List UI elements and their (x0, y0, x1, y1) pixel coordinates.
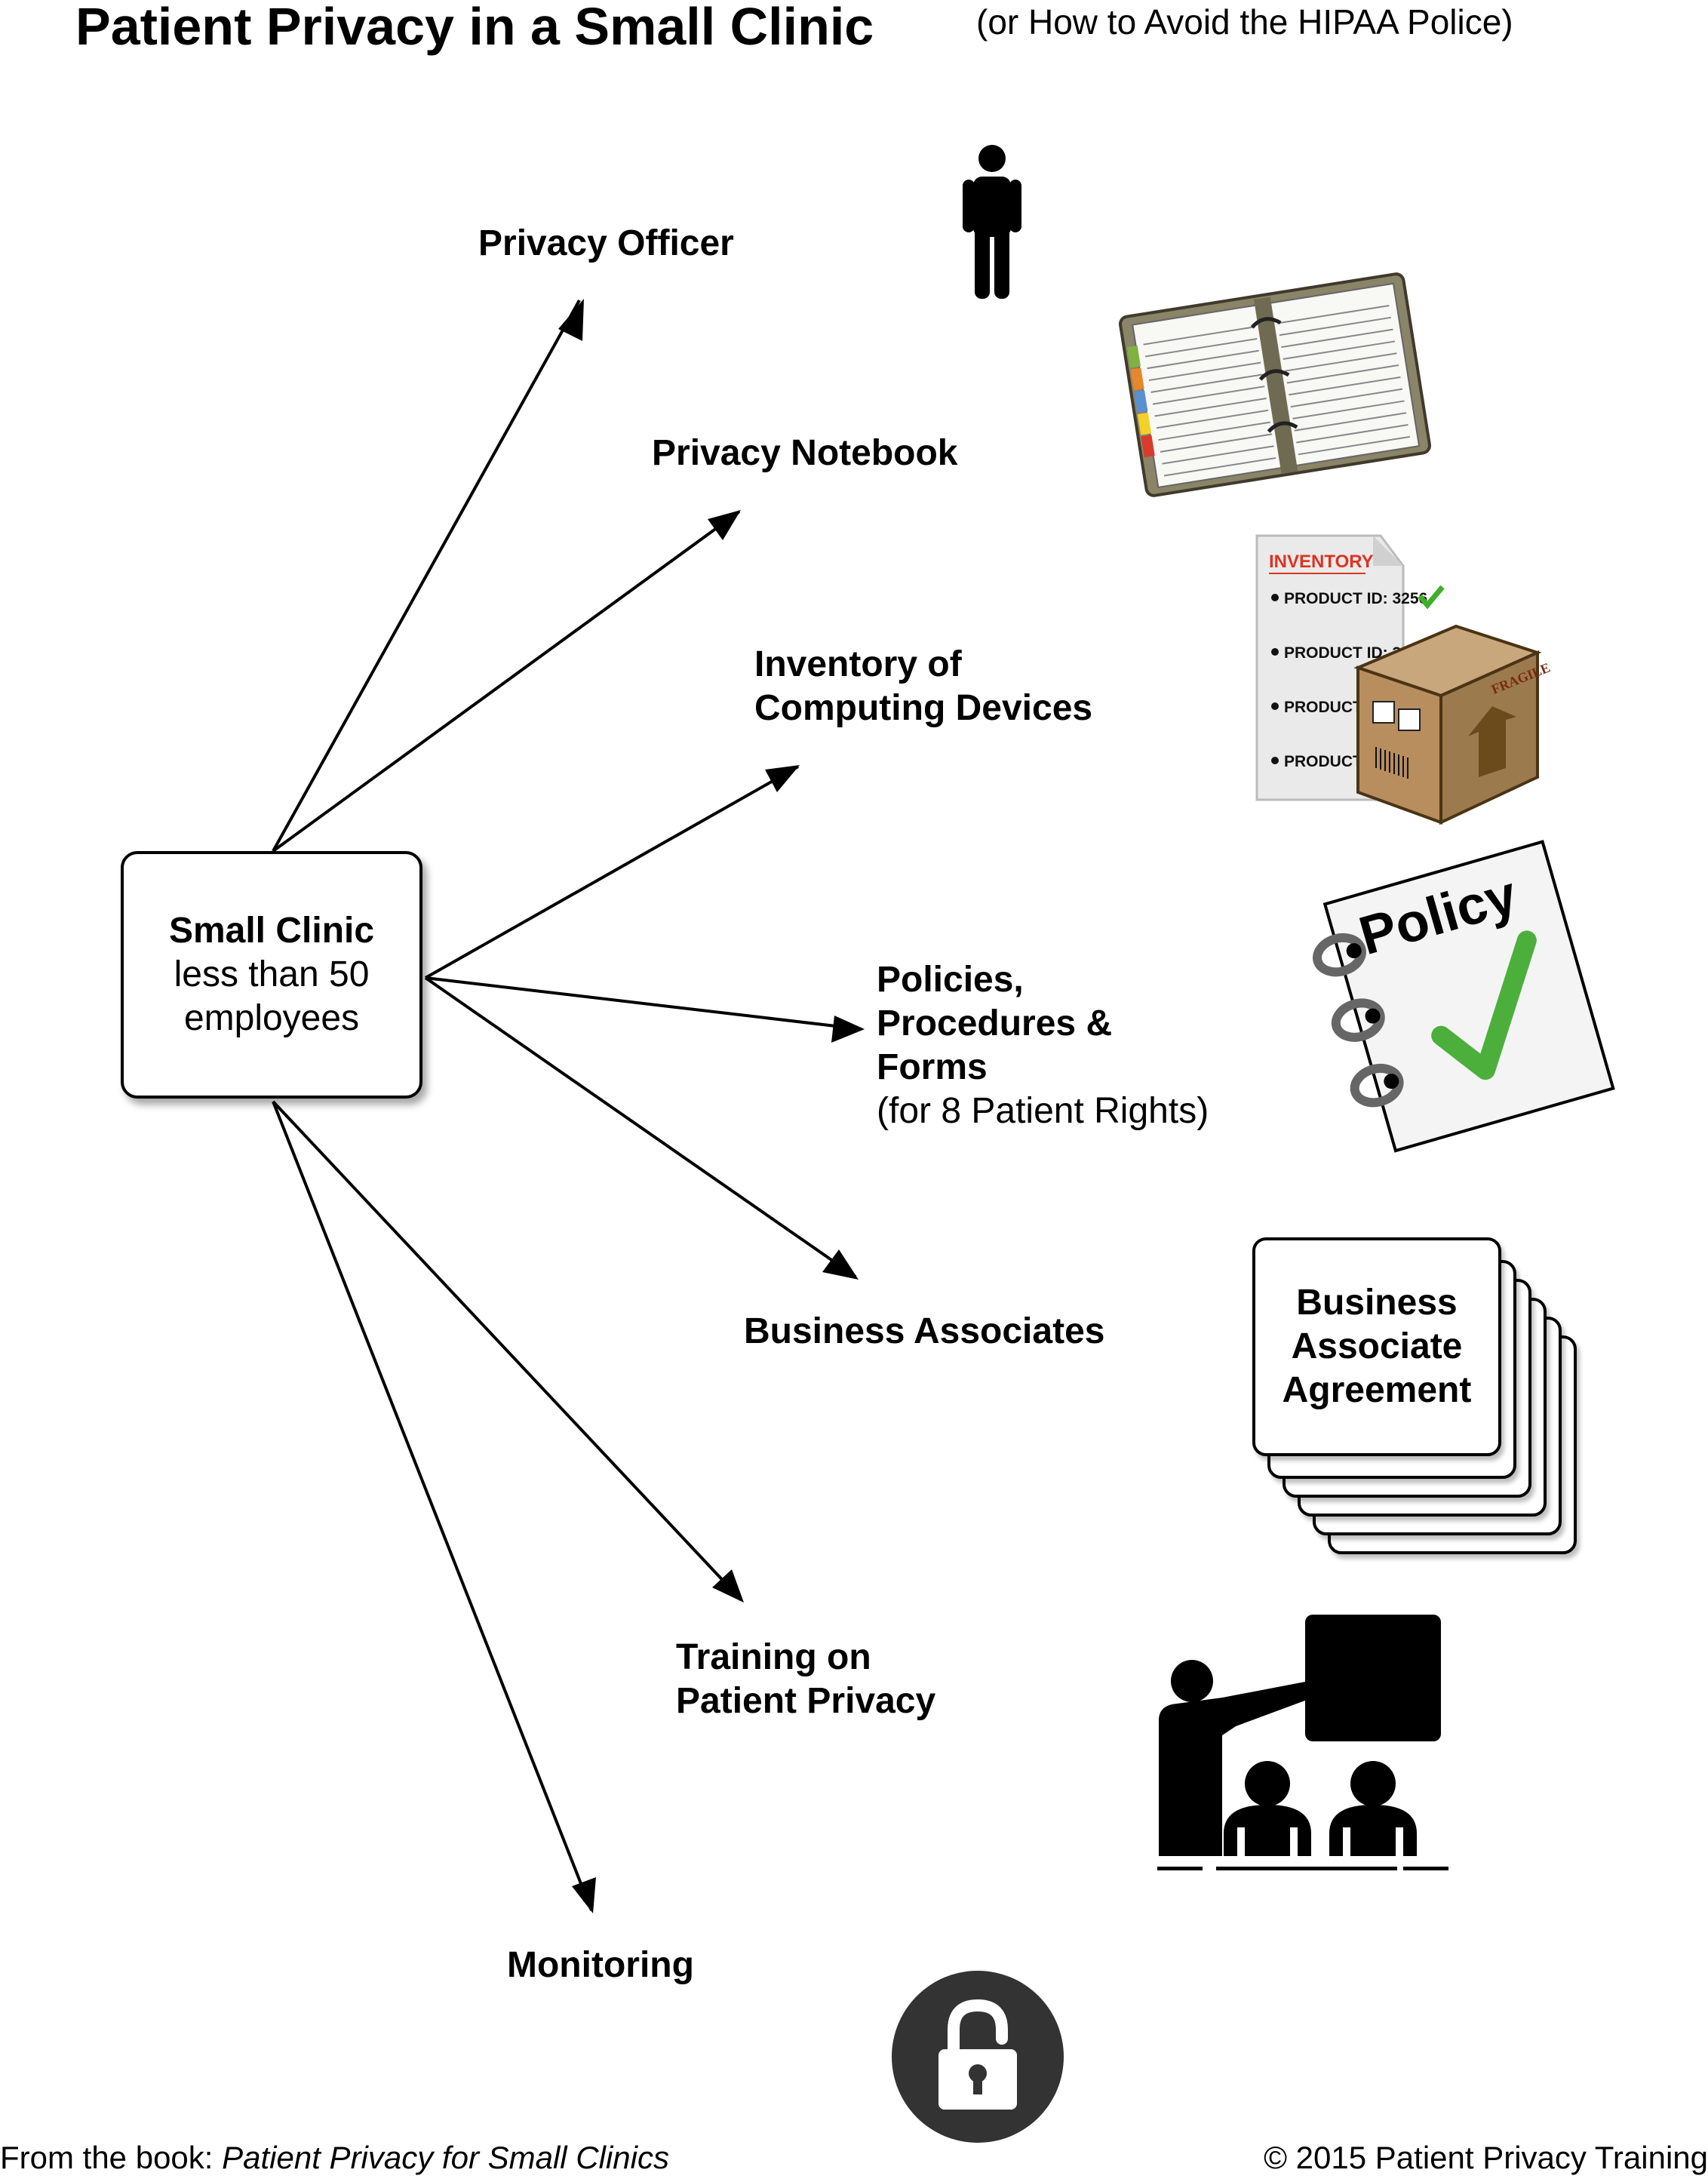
label-policies-line1: Policies, (877, 960, 1024, 1000)
lock-icon (892, 1971, 1064, 2143)
inventory-item-3: PRODUCT I (1284, 699, 1372, 716)
inventory-icon: INVENTORY PRODUCT ID: 3256 PRODUCT ID: 3… (1255, 534, 1553, 825)
baa-line3: Agreement (1282, 1370, 1472, 1410)
arrowhead-inventory (765, 765, 800, 792)
label-policies: Policies, Procedures & Forms (for 8 Pati… (877, 958, 1209, 1133)
agreement-stack-icon: Business Associate Agreement (1252, 1237, 1592, 1554)
arrowhead-privacy-officer (558, 299, 584, 341)
label-inventory: Inventory of Computing Devices (754, 643, 1092, 730)
label-policies-line2: Procedures & (877, 1003, 1113, 1043)
arrow-training (272, 1100, 742, 1601)
person-icon (963, 145, 1021, 299)
inventory-item-4: PRODUCT I (1284, 753, 1372, 770)
diagram-subtitle: (or How to Avoid the HIPAA Police) (976, 2, 1513, 41)
arrow-inventory (425, 765, 799, 979)
label-training-line1: Training on (676, 1637, 871, 1677)
label-policies-line3: Forms (877, 1047, 988, 1087)
arrowhead-business-associates (822, 1249, 859, 1280)
baa-line1: Business (1296, 1283, 1458, 1323)
arrow-business-associates (424, 976, 857, 1278)
label-training-line2: Patient Privacy (676, 1681, 936, 1721)
policy-icon: Policy (1313, 840, 1615, 1153)
label-policies-line4: (for 8 Patient Rights) (877, 1091, 1209, 1131)
baa-line2: Associate (1291, 1326, 1463, 1366)
arrow-monitoring (272, 1101, 593, 1911)
inventory-item-2: PRODUCT ID: 3 (1284, 644, 1401, 662)
clinic-size-line1: less than 50 (174, 954, 370, 994)
arrowhead-monitoring (572, 1877, 596, 1913)
footer-source: From the book: Patient Privacy for Small… (0, 2140, 669, 2176)
footer-copyright: © 2015 Patient Privacy Training (1264, 2140, 1708, 2175)
notebook-icon (1119, 272, 1431, 497)
label-business-associates: Business Associates (744, 1311, 1105, 1351)
arrowhead-privacy-notebook (708, 510, 741, 540)
arrowhead-training (712, 1569, 744, 1603)
arrow-policies (425, 976, 862, 1031)
label-privacy-notebook: Privacy Notebook (652, 433, 958, 473)
arrow-privacy-officer (272, 300, 581, 852)
arrowhead-policies (831, 1016, 865, 1043)
clinic-name: Small Clinic (168, 911, 375, 951)
classroom-icon (1157, 1615, 1448, 1870)
footer-book-title: Patient Privacy for Small Clinics (222, 2140, 669, 2175)
label-inventory-line2: Computing Devices (754, 688, 1093, 728)
footer-prefix: From the book: (0, 2140, 223, 2175)
diagram-title: Patient Privacy in a Small Clinic (75, 0, 874, 56)
label-monitoring: Monitoring (507, 1945, 694, 1985)
label-inventory-line1: Inventory of (754, 644, 962, 684)
clinic-size-line2: employees (183, 998, 360, 1038)
arrow-privacy-notebook (272, 510, 741, 853)
label-training: Training on Patient Privacy (676, 1636, 935, 1723)
agreement-front-card: Business Associate Agreement (1252, 1237, 1501, 1456)
inventory-header: INVENTORY (1269, 552, 1374, 572)
inventory-item-1: PRODUCT ID: 3256 (1284, 590, 1427, 607)
small-clinic-node: Small Clinic less than 50 employees (121, 851, 422, 1099)
label-privacy-officer: Privacy Officer (478, 223, 734, 263)
